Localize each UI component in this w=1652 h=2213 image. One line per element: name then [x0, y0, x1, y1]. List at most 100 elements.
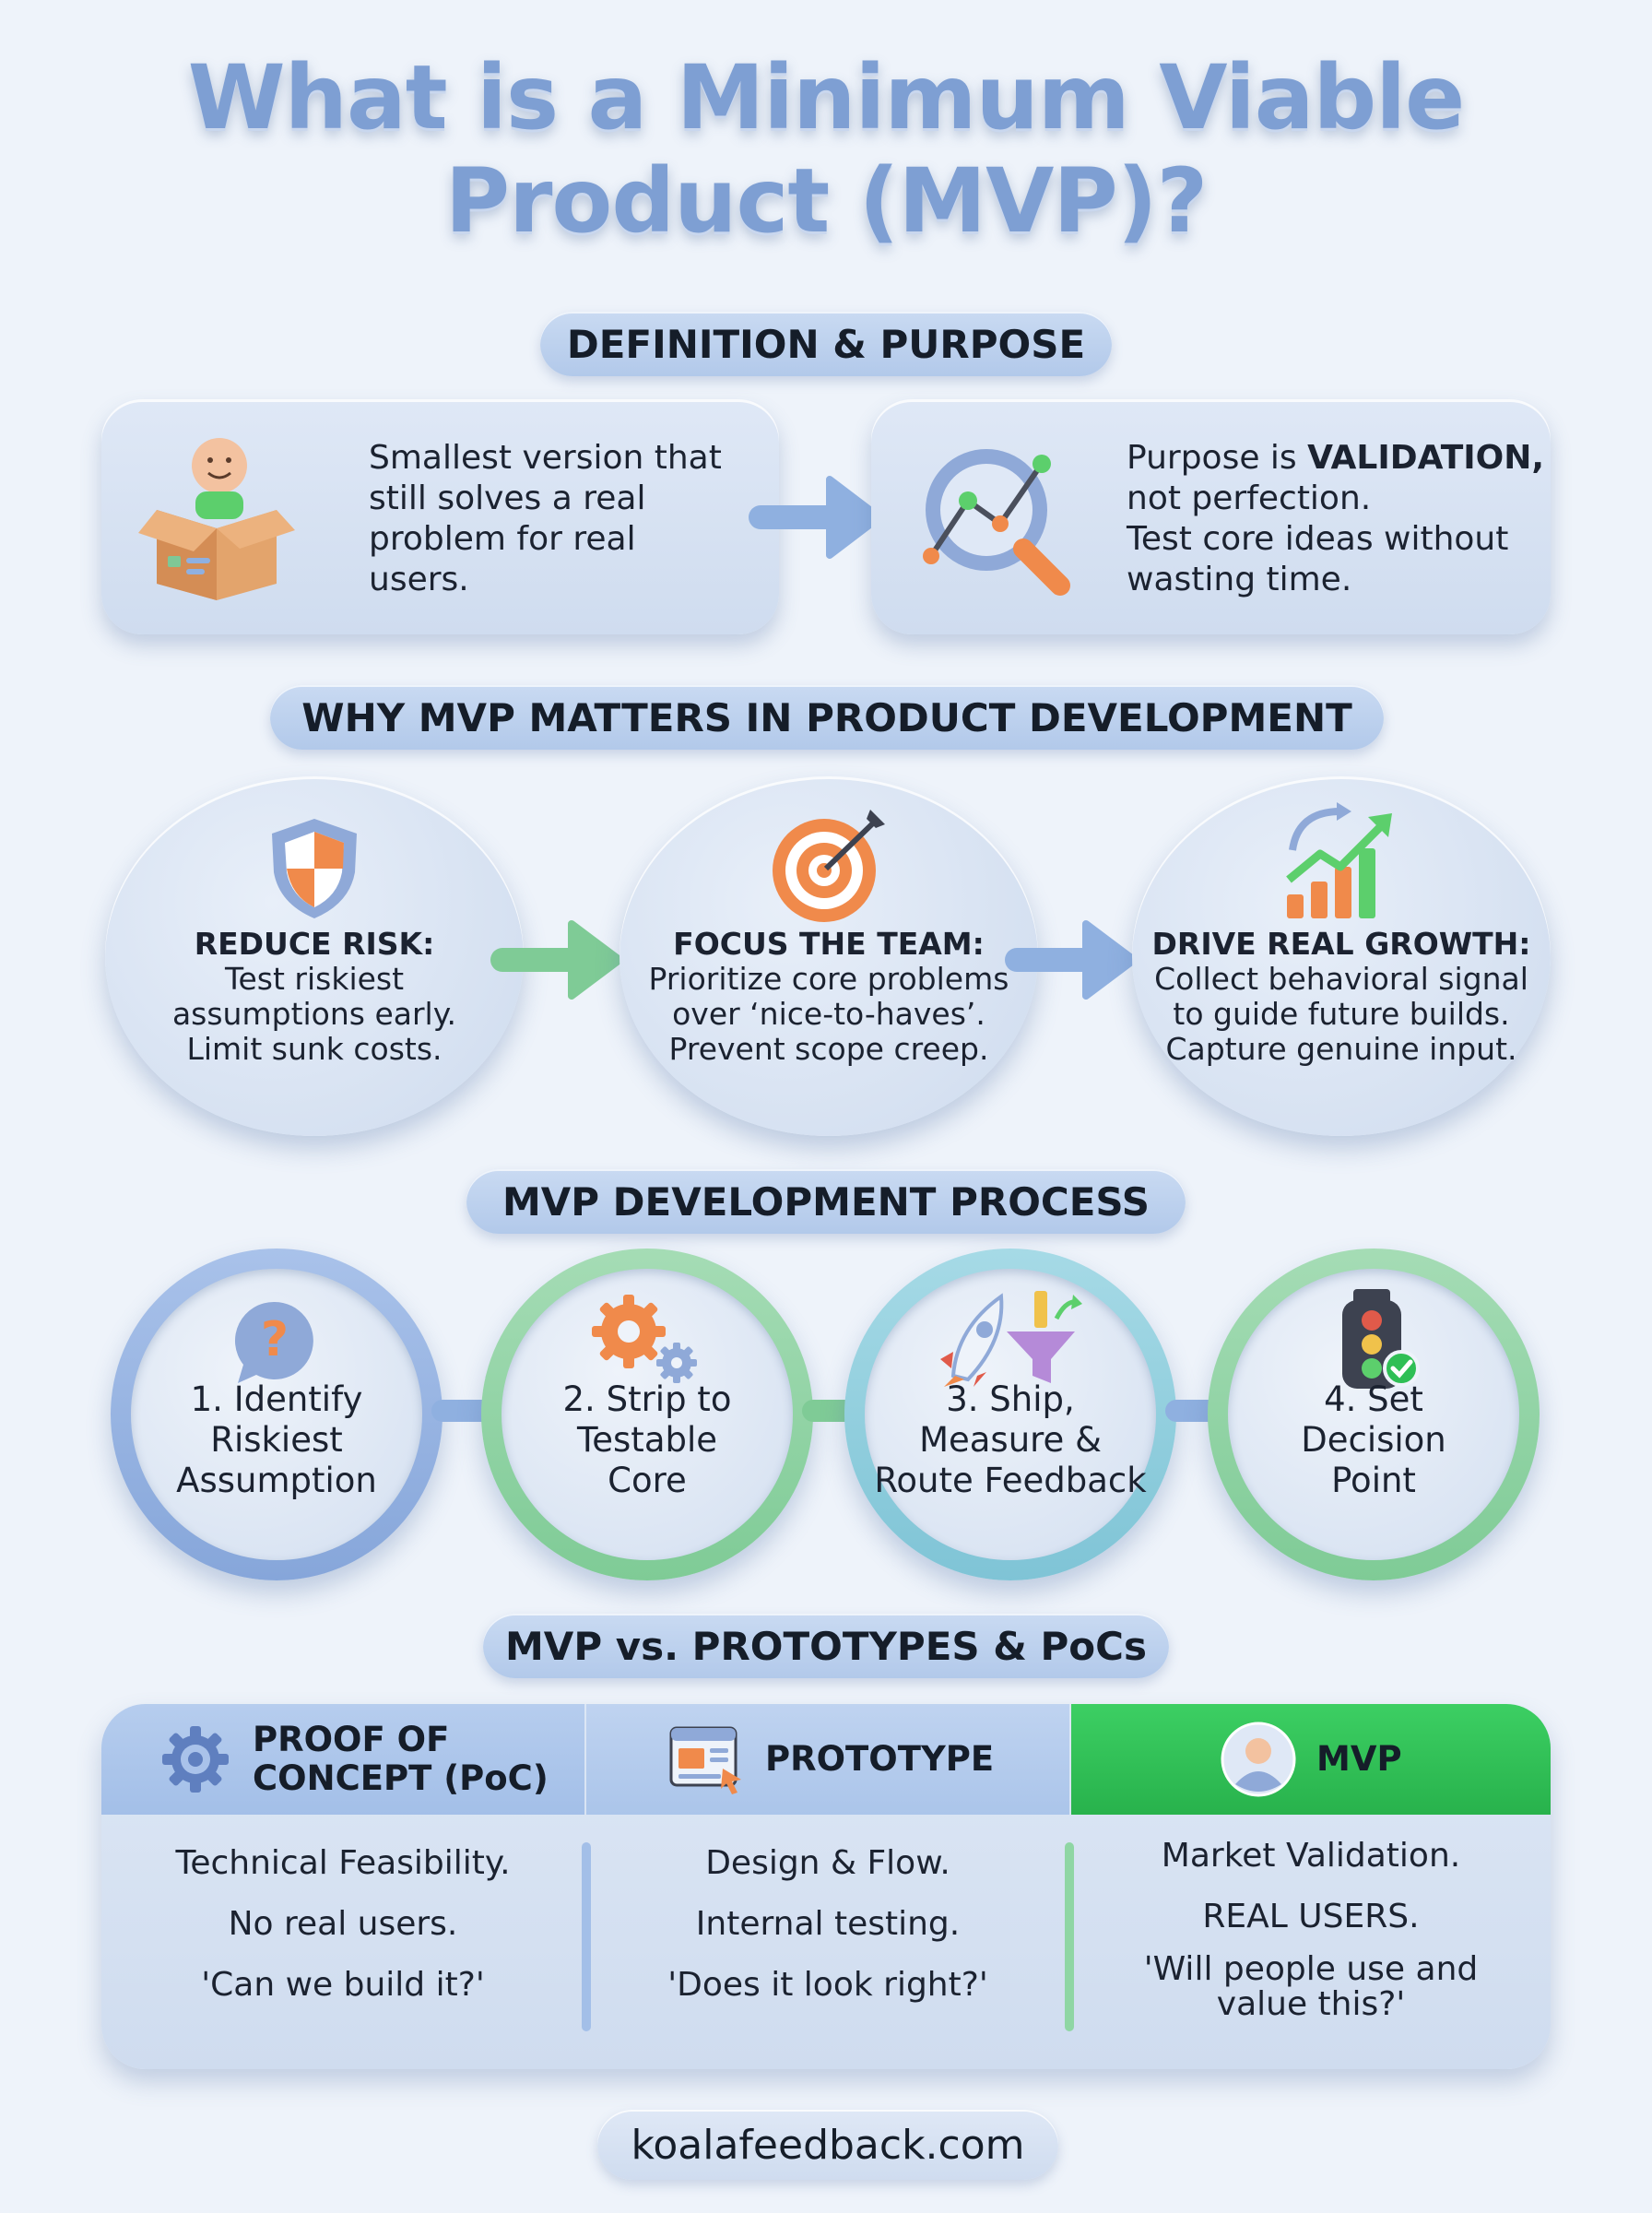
why-heading: FOCUS THE TEAM: [673, 926, 985, 962]
poc-cell: No real users. [228, 1905, 458, 1943]
purpose-line: Test core ideas without [1127, 520, 1509, 558]
target-icon [773, 810, 885, 922]
why-heading: DRIVE REAL GROWTH: [1151, 926, 1531, 962]
why-card-drive-growth: DRIVE REAL GROWTH: Collect behavioral si… [1132, 776, 1551, 1136]
poc-column: Technical Feasibility. No real users. 'C… [101, 1833, 584, 2016]
purpose-line-start: Purpose is [1127, 439, 1297, 477]
definition-line: Smallest version that [369, 439, 722, 477]
mvp-header-label: MVP [1316, 1739, 1402, 1779]
section-heading-definition: DEFINITION & PURPOSE [540, 312, 1112, 376]
prototype-header-bg [586, 1704, 1069, 1815]
growth-chart-icon [1286, 802, 1392, 918]
step-line: Core [608, 1461, 687, 1500]
process-step-2: 2. Strip to Testable Core [481, 1249, 813, 1580]
poc-header: PROOF OF CONCEPT (PoC) [159, 1704, 583, 1815]
step-text: 3. Ship, Measure & Route Feedback [863, 1379, 1158, 1501]
prototype-header-label: PROTOTYPE [765, 1739, 995, 1779]
purpose-text: Purpose is VALIDATION, not perfection. T… [1127, 438, 1544, 600]
mvp-column: Market Validation. REAL USERS. 'Will peo… [1071, 1826, 1551, 2025]
traffic-light-icon [1342, 1289, 1420, 1389]
question-bubble-icon: ? [234, 1301, 313, 1383]
step-text: 1. Identify Riskiest Assumption [138, 1379, 415, 1501]
mvp-header: MVP [1221, 1704, 1497, 1815]
mvp-cell: value this?' [1216, 1985, 1406, 2023]
why-card-reduce-risk: REDUCE RISK: Test riskiest assumptions e… [105, 776, 524, 1136]
gears-icon [592, 1295, 697, 1383]
section-heading-process: MVP DEVELOPMENT PROCESS [466, 1169, 1186, 1234]
why-text: REDUCE RISK: Test riskiest assumptions e… [112, 927, 517, 1067]
purpose-line: Purpose is VALIDATION, [1127, 438, 1544, 479]
section-heading-compare: MVP vs. PROTOTYPES & PoCs [483, 1614, 1169, 1678]
poc-cell: 'Can we build it?' [201, 1966, 485, 2004]
magnifier-chart-icon [923, 449, 1070, 596]
why-line: over ‘nice-to-haves’. [672, 996, 985, 1032]
column-divider [582, 1842, 591, 2031]
definition-card: Smallest version that still solves a rea… [101, 399, 779, 634]
comparison-table: PROOF OF CONCEPT (PoC) PROTOTYPE MVP Tec… [101, 1704, 1551, 2069]
step-line: 4. Set [1324, 1379, 1423, 1419]
step-line: Route Feedback [874, 1461, 1147, 1500]
column-divider [1065, 1842, 1074, 2031]
purpose-line: not perfection. [1127, 479, 1372, 517]
gear-icon [162, 1726, 229, 1793]
poc-header-line: CONCEPT (PoC) [253, 1758, 549, 1798]
mvp-cell: REAL USERS. [1202, 1898, 1420, 1935]
why-line: Test riskiest [224, 961, 405, 997]
step-line: Riskiest [210, 1420, 343, 1460]
definition-line: problem for real [369, 520, 636, 558]
why-line: assumptions early. [171, 996, 457, 1032]
mvp-header-bg [1071, 1704, 1551, 1815]
prototype-header: PROTOTYPE [667, 1704, 1055, 1815]
step-line: 1. Identify [190, 1379, 363, 1419]
poc-cell: Technical Feasibility. [175, 1844, 511, 1882]
step-line: Measure & [919, 1420, 1102, 1460]
step-inner [865, 1269, 1156, 1560]
definition-text: Smallest version that still solves a rea… [369, 438, 722, 600]
process-step-3: 3. Ship, Measure & Route Feedback [844, 1249, 1176, 1580]
why-line: Limit sunk costs. [186, 1031, 442, 1067]
rocket-funnel-icon [940, 1291, 1082, 1387]
process-step-1: ? 1. Identify Riskiest Assumption [111, 1249, 442, 1580]
arrow-right-icon [1005, 920, 1138, 1000]
purpose-card: Purpose is VALIDATION, not perfection. T… [871, 399, 1551, 634]
step-line: 2. Strip to [562, 1379, 732, 1419]
step-line: Testable [576, 1420, 718, 1460]
why-heading: REDUCE RISK: [194, 926, 435, 962]
step-line: 3. Ship, [946, 1379, 1075, 1419]
prototype-cell: Internal testing. [695, 1905, 961, 1943]
why-line: to guide future builds. [1173, 996, 1510, 1032]
mvp-cell: Market Validation. [1161, 1837, 1461, 1875]
definition-line: still solves a real [369, 479, 646, 517]
mvp-cell: 'Will people use and [1143, 1950, 1479, 1988]
process-step-4: 4. Set Decision Point [1208, 1249, 1540, 1580]
svg-text:?: ? [261, 1312, 289, 1367]
why-card-focus-team: FOCUS THE TEAM: Prioritize core problems… [620, 776, 1038, 1136]
prototype-cell: 'Does it look right?' [667, 1966, 988, 2004]
browser-window-icon [669, 1726, 741, 1794]
footer-url[interactable]: koalafeedback.com [597, 2110, 1058, 2180]
purpose-line: wasting time. [1127, 561, 1352, 598]
title-line-1: What is a Minimum Viable [187, 46, 1466, 149]
poc-header-line: PROOF OF [253, 1720, 450, 1759]
person-in-box-icon [138, 438, 295, 600]
user-avatar-icon [1221, 1722, 1296, 1797]
prototype-column: Design & Flow. Internal testing. 'Does i… [586, 1833, 1069, 2016]
arrow-right-icon [749, 476, 883, 559]
prototype-cell: Design & Flow. [705, 1844, 950, 1882]
definition-line: users. [369, 561, 469, 598]
shield-icon [272, 819, 357, 918]
why-line: Collect behavioral signal [1154, 961, 1528, 997]
why-text: FOCUS THE TEAM: Prioritize core problems… [626, 927, 1032, 1067]
section-heading-why: WHY MVP MATTERS IN PRODUCT DEVELOPMENT [270, 685, 1384, 750]
poc-header-label: PROOF OF CONCEPT (PoC) [253, 1721, 549, 1798]
page-title: What is a Minimum Viable Product (MVP)? [0, 46, 1652, 253]
step-text: 4. Set Decision Point [1235, 1379, 1512, 1501]
arrow-right-icon [490, 920, 623, 1000]
why-line: Capture genuine input. [1165, 1031, 1517, 1067]
step-line: Assumption [176, 1461, 377, 1500]
title-line-2: Product (MVP)? [444, 149, 1209, 253]
step-text: 2. Strip to Testable Core [509, 1379, 785, 1501]
purpose-highlight: VALIDATION, [1307, 439, 1545, 477]
why-line: Prevent scope creep. [668, 1031, 989, 1067]
why-line: Prioritize core problems [648, 961, 1009, 997]
